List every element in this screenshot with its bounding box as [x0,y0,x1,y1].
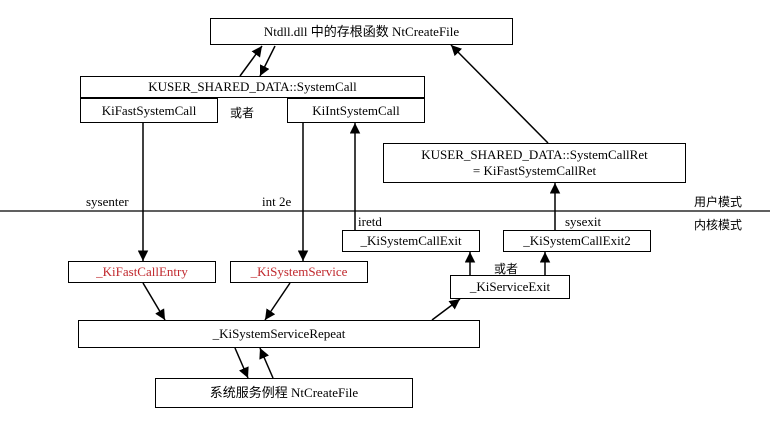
kuser-systemcallret-box: KUSER_SHARED_DATA::SystemCallRet = KiFas… [383,143,686,183]
sysexit-label: sysexit [565,214,602,229]
ki-system-service-repeat-label: _KiSystemServiceRepeat [212,326,346,341]
ki-fast-call-entry-label: _KiFastCallEntry [96,264,188,279]
ntdll-stub-box: Ntdll.dll 中的存根函数 NtCreateFile [210,18,513,45]
ki-service-exit-box: _KiServiceExit [450,275,570,299]
arrow-systemservice-to-repeat [264,282,291,321]
arrow-ntdll-to-systemcall [259,45,276,77]
ki-service-exit-label: _KiServiceExit [469,279,551,294]
ki-fast-system-call-box: KiFastSystemCall [80,98,218,123]
sysenter-label: sysenter [86,194,129,209]
user-mode-label: 用户模式 [694,195,743,209]
or-label-top: 或者 [230,106,255,120]
iretd-label: iretd [358,214,382,229]
ki-system-call-exit2-label: _KiSystemCallExit2 [523,233,631,248]
ntdll-stub-label: Ntdll.dll 中的存根函数 NtCreateFile [263,23,460,39]
ki-system-call-exit-label: _KiSystemCallExit [360,233,462,248]
arrow-repeat-to-serviceexit [431,298,461,321]
kuser-systemcallret-line1: KUSER_SHARED_DATA::SystemCallRet [421,147,648,162]
or-label-bottom: 或者 [494,262,519,276]
arrow-routine-to-repeat [259,347,274,379]
ki-fast-call-entry-box: _KiFastCallEntry [68,261,216,283]
arrow-systemcall-to-ntdll [239,45,263,77]
ki-fast-system-call-label: KiFastSystemCall [101,102,197,118]
ki-system-service-repeat-box: _KiSystemServiceRepeat [78,320,480,348]
nt-create-file-routine-label: 系统服务例程 NtCreateFile [209,385,359,400]
arrow-systemcallret-to-ntdll [450,44,549,144]
kuser-systemcall-label: KUSER_SHARED_DATA::SystemCall [148,79,357,94]
ki-system-call-exit2-box: _KiSystemCallExit2 [503,230,651,252]
arrow-repeat-to-routine [234,347,249,379]
ki-system-service-box: _KiSystemService [230,261,368,283]
kuser-systemcallret-line2: = KiFastSystemCallRet [472,163,597,178]
ki-int-system-call-label: KiIntSystemCall [312,102,400,118]
ki-int-system-call-box: KiIntSystemCall [287,98,425,123]
kuser-systemcall-box: KUSER_SHARED_DATA::SystemCall [80,76,425,98]
kernel-mode-label: 内核模式 [694,218,743,232]
ki-system-service-label: _KiSystemService [250,264,348,279]
ki-system-call-exit-box: _KiSystemCallExit [342,230,480,252]
int2e-label: int 2e [262,194,292,209]
arrow-fastcallentry-to-repeat [142,282,166,321]
nt-create-file-routine-box: 系统服务例程 NtCreateFile [155,378,413,408]
